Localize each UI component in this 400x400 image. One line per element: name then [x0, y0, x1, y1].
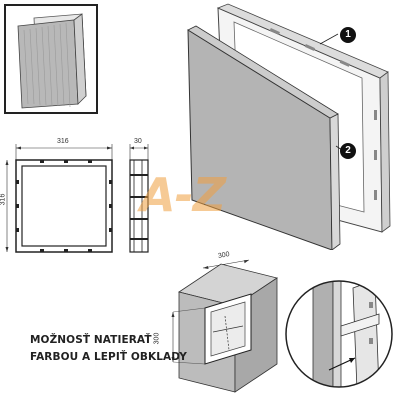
front-view-drawing	[5, 144, 113, 253]
callout-2-label: 2	[345, 145, 351, 156]
detail-circle-drawing	[285, 280, 393, 388]
front-view-height-dimension: 316	[0, 193, 7, 206]
wall-installation-drawing	[171, 259, 278, 393]
thumbnail-panel-drawing	[17, 13, 87, 109]
front-view-width-dimension: 316	[57, 138, 69, 145]
caption-line-2: FARBOU A LEPIŤ OBKLADY	[30, 351, 187, 363]
callout-1: 1	[340, 27, 356, 43]
callout-1-label: 1	[345, 29, 351, 40]
feature-caption: MOŽNOSŤ NATIERAŤ FARBOU A LEPIŤ OBKLADY	[30, 332, 187, 366]
side-view-depth-dimension: 30	[134, 138, 142, 145]
thumbnail-frame	[4, 4, 98, 114]
callout-2: 2	[340, 143, 356, 159]
watermark-logo: A-Z	[140, 168, 226, 222]
side-view-drawing	[129, 144, 149, 253]
caption-line-1: MOŽNOSŤ NATIERAŤ	[30, 334, 152, 346]
exploded-view-drawing	[187, 3, 391, 250]
